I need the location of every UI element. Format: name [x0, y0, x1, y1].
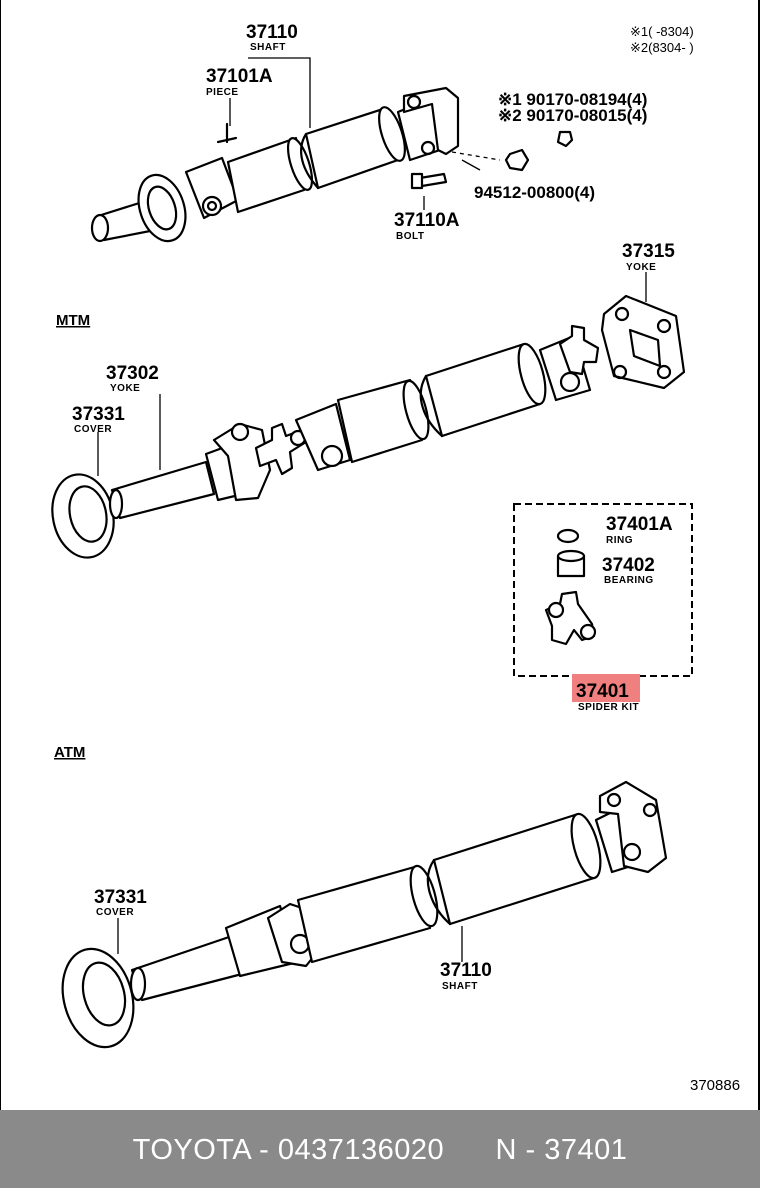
part-label-bolt: BOLT [396, 231, 424, 242]
note-1: ※1( -8304) [630, 24, 694, 39]
note-2: ※2(8304- ) [630, 40, 694, 55]
part-number-shaft-top: 37110 [246, 22, 298, 43]
parts-diagram: ※1( -8304) ※2(8304- ) 37110 SHAFT 37101A… [0, 0, 760, 1110]
part-number-cover-mtm: 37331 [72, 404, 125, 425]
spider-kit-highlight [572, 674, 640, 702]
footer-bar: TOYOTA - 0437136020 N - 37401 [0, 1110, 760, 1188]
mtm-shaft-assembly [51, 272, 686, 559]
part-number-yoke-37302: 37302 [106, 363, 159, 384]
part-label-shaft-top: SHAFT [250, 42, 286, 53]
part-label-shaft-bottom: SHAFT [442, 981, 478, 992]
bolt-spec-2: ※2 90170-08015(4) [498, 106, 647, 125]
part-label-yoke-37302: YOKE [110, 383, 140, 394]
part-label-bearing: BEARING [604, 575, 654, 586]
bolt-spec-1: ※1 90170-08194(4) [498, 90, 647, 109]
spider-kit-box [513, 503, 693, 677]
section-mtm: MTM [56, 312, 90, 329]
part-label-spider-kit: SPIDER KIT [578, 702, 639, 713]
atm-shaft-assembly [61, 780, 668, 1049]
part-number-yoke-37315: 37315 [622, 241, 675, 262]
part-label-cover-mtm: COVER [74, 424, 112, 435]
part-number-ring: 37401A [606, 514, 673, 535]
diagram-code: 370886 [690, 1077, 740, 1094]
part-label-ring: RING [606, 535, 633, 546]
section-atm: ATM [54, 744, 85, 761]
part-number-shaft-bottom: 37110 [440, 960, 492, 981]
part-number-bearing: 37402 [602, 555, 655, 576]
part-label-yoke-37315: YOKE [626, 262, 656, 273]
nut-spec: 94512-00800(4) [474, 183, 595, 202]
part-number-bolt: 37110A [394, 210, 460, 231]
part-label-cover-atm: COVER [96, 907, 134, 918]
footer-part-info: TOYOTA - 0437136020 N - 37401 [132, 1134, 628, 1166]
part-number-spider-kit: 37401 [576, 681, 629, 702]
part-label-piece: PIECE [206, 87, 239, 98]
part-number-cover-atm: 37331 [94, 887, 147, 908]
part-number-piece: 37101A [206, 66, 273, 87]
top-shaft-assembly [90, 57, 574, 243]
